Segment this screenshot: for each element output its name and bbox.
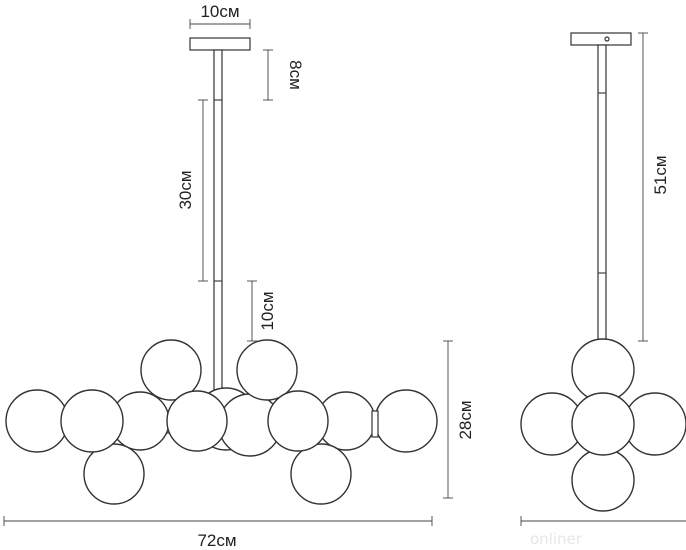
side-ball-top [571,338,635,402]
watermark: onliner [530,530,583,548]
side-ball-center [571,392,635,456]
front-bar-end-cap [371,410,379,438]
front-ball-left [60,389,124,453]
side-canopy [570,32,632,46]
front-ball-lower-right [290,443,352,505]
side-ball-bottom [571,448,635,512]
dim-top-rod: 8см [286,60,305,90]
dim-middle-rod: 30см [176,170,195,209]
side-view [520,32,686,512]
side-stem [597,44,607,386]
front-ball-upper-left [140,339,202,401]
dim-fixture-height: 28см [456,400,475,439]
side-dimension-lines [520,32,686,526]
front-ball-right [374,389,438,453]
dim-canopy-width: 10см [200,2,239,21]
front-ball-far-left [5,389,69,453]
front-ball-lower-left [83,443,145,505]
front-canopy [189,37,251,51]
side-canopy-screw [604,36,610,42]
dim-side-total-height: 51см [651,155,670,194]
dim-bottom-rod: 10см [258,291,277,330]
front-stem [213,49,223,396]
front-view [5,37,438,505]
front-ball-center-left [166,390,228,452]
front-ball-upper-right [236,339,298,401]
front-dimension-lines [3,19,453,526]
dim-fixture-width: 72см [197,531,236,550]
front-ball-center-right [267,390,329,452]
